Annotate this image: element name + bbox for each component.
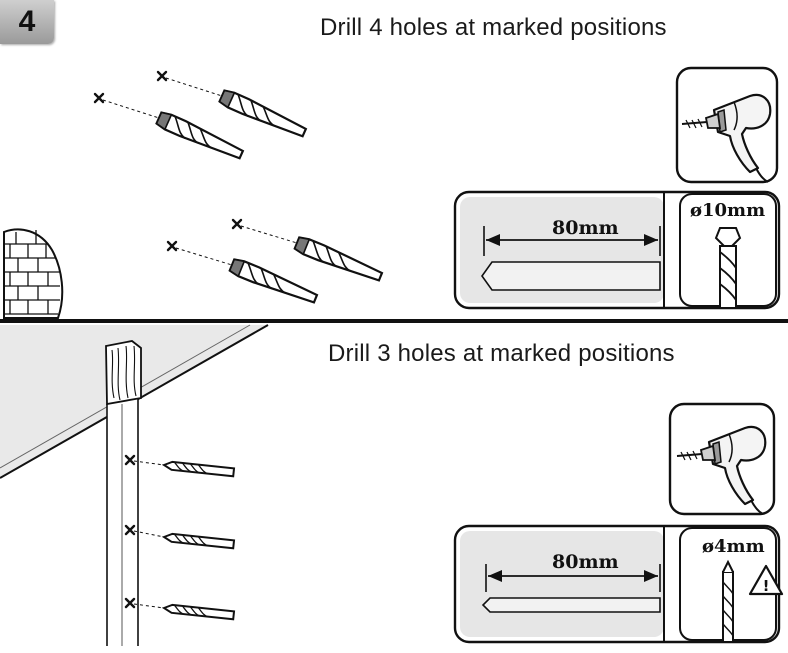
bottom-section-title: Drill 3 holes at marked positions <box>328 340 675 367</box>
brick-wall-icon <box>3 228 64 319</box>
top-depth-label: 80mm <box>552 217 619 239</box>
bottom-drill-icon-box <box>668 402 776 516</box>
top-drill-mark-1 <box>156 70 309 142</box>
bottom-drill-mark-3 <box>124 597 236 621</box>
step-number: 4 <box>18 5 36 38</box>
drill-bit-icon <box>715 227 741 309</box>
bottom-drill-mark-2 <box>124 524 236 550</box>
bottom-depth-label: 80mm <box>552 551 619 573</box>
top-section-title: Drill 4 holes at marked positions <box>320 14 667 41</box>
wood-stud-icon <box>105 340 142 646</box>
top-depth-panel: 80mm ø10mm <box>453 190 781 310</box>
bottom-depth-panel: 80mm ø4mm ! <box>453 524 784 644</box>
warning-symbol: ! <box>763 577 770 595</box>
step-number-badge: 4 <box>0 0 54 44</box>
top-diameter-label: ø10mm <box>690 200 765 221</box>
top-drill-mark-4 <box>166 240 320 308</box>
drill-bit-icon <box>722 561 734 643</box>
warning-icon: ! <box>748 564 784 596</box>
bottom-diameter-label: ø4mm <box>702 536 765 557</box>
bottom-drill-mark-1 <box>124 454 236 478</box>
top-drill-mark-3 <box>231 218 385 286</box>
top-drill-mark-2 <box>93 92 246 164</box>
top-drill-icon-box <box>675 66 779 184</box>
